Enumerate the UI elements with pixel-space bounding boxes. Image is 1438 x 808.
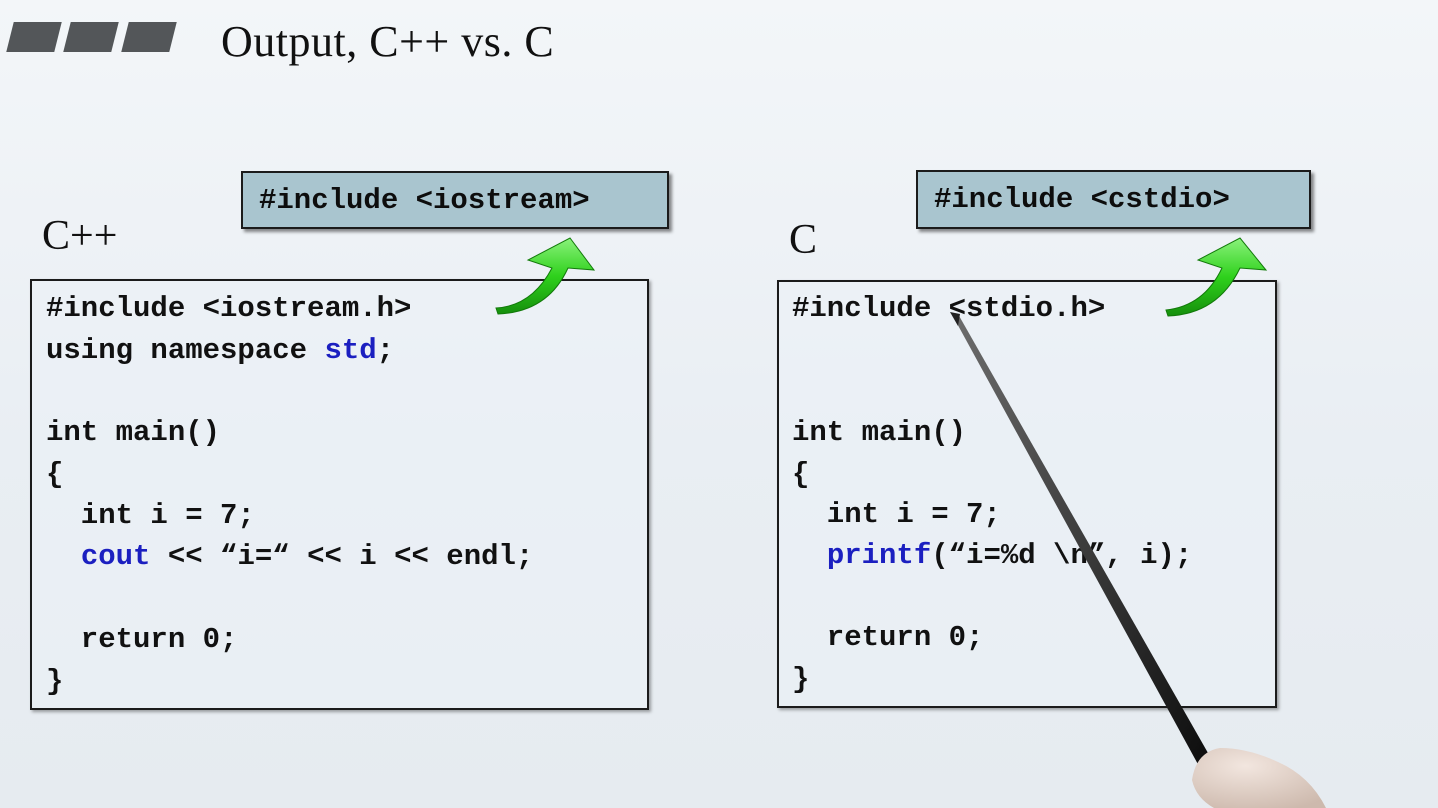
cpp-code-box <box>30 279 649 710</box>
header-bar <box>121 22 177 52</box>
cpp-code-line: int main() <box>46 416 221 449</box>
code-text: (“i=%d \n”, i); <box>931 539 1193 572</box>
code-text: ; <box>376 334 395 367</box>
c-code-line: int i = 7; <box>792 498 1001 531</box>
c-include-tag: #include <cstdio> <box>916 170 1311 229</box>
cpp-code-line: return 0; <box>46 623 238 656</box>
cpp-include-tag: #include <iostream> <box>241 171 669 229</box>
code-indent <box>792 539 827 572</box>
header-bar <box>63 22 119 52</box>
cpp-label: C++ <box>42 213 118 259</box>
cpp-code-line: } <box>46 665 64 698</box>
code-keyword: cout <box>80 540 151 573</box>
header-bar <box>6 22 62 52</box>
c-code-line: printf(“i=%d \n”, i); <box>792 539 1192 573</box>
c-code-line: { <box>792 458 810 491</box>
cpp-code-line: cout << “i=“ << i << endl; <box>46 540 534 574</box>
c-label: C <box>789 217 818 263</box>
slide-title: Output, C++ vs. C <box>221 17 555 66</box>
c-code-line: return 0; <box>792 621 984 654</box>
c-code-line: int main() <box>792 416 967 449</box>
code-keyword: std <box>324 334 377 367</box>
code-text: << “i=“ << i << endl; <box>150 540 534 573</box>
c-code-line: } <box>792 663 810 696</box>
c-code-line: #include <stdio.h> <box>792 292 1106 325</box>
code-indent <box>46 540 81 573</box>
code-keyword: printf <box>826 539 932 572</box>
cpp-code-line: { <box>46 458 64 491</box>
cpp-code-line: #include <iostream.h> <box>46 292 412 325</box>
code-text: using namespace <box>46 334 325 367</box>
cpp-code-line: using namespace std; <box>46 334 394 368</box>
cpp-code-line: int i = 7; <box>46 499 255 532</box>
presenter-hand <box>1192 748 1326 808</box>
